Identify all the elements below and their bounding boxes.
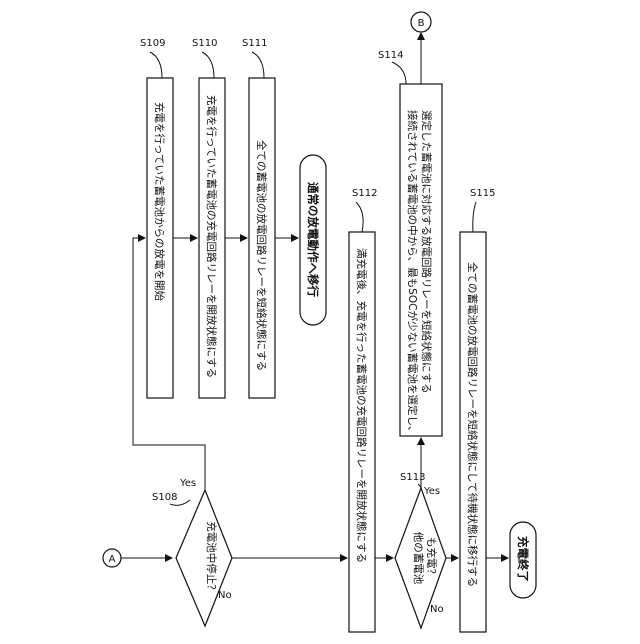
step-s111: 全ての蓄電池の放電回路リレーを短絡状態にする bbox=[249, 78, 275, 398]
s113-text-line1: 他の蓄電池 bbox=[412, 532, 425, 585]
s115-leader bbox=[473, 202, 476, 232]
s111-leader bbox=[252, 52, 264, 78]
s111-id: S111 bbox=[242, 38, 267, 49]
s110-text: 充電を行っていた蓄電池の充電回路リレーを開放状態にする bbox=[205, 95, 218, 378]
decision-s108: 充電池中停止？ bbox=[176, 490, 232, 626]
s113-yes-label: Yes bbox=[423, 486, 440, 497]
s113-id: S113 bbox=[400, 472, 425, 483]
s110-id: S110 bbox=[192, 38, 217, 49]
s108-no-label: No bbox=[218, 590, 232, 601]
s114-text-line2: 選定した蓄電池に対応する放電回路リレーを短絡状態にする bbox=[420, 110, 433, 394]
s109-text: 充電を行っていた蓄電池からの放電を開始 bbox=[153, 102, 166, 301]
s111-text: 全ての蓄電池の放電回路リレーを短絡状態にする bbox=[255, 140, 268, 371]
s115-text: 全ての蓄電池の放電回路リレーを短絡状態にして待機状態に移行する bbox=[466, 262, 479, 587]
s114-id: S114 bbox=[378, 50, 403, 61]
step-s110: 充電を行っていた蓄電池の充電回路リレーを開放状態にする bbox=[199, 78, 225, 398]
connector-a-label: A bbox=[109, 554, 116, 565]
s115-id: S115 bbox=[470, 188, 495, 199]
step-s115: 全ての蓄電池の放電回路リレーを短絡状態にして待機状態に移行する bbox=[460, 232, 486, 632]
step-s114: 接続されている蓄電池の中から、最もSOCが少ない蓄電池を選定し、 選定した蓄電池… bbox=[400, 84, 442, 436]
end-text: 充電終了 bbox=[516, 536, 530, 582]
s113-no-label: No bbox=[430, 604, 444, 615]
s112-id: S112 bbox=[352, 188, 377, 199]
s112-text: 満充電後、充電を行った蓄電池の充電回路リレーを開放状態にする bbox=[355, 248, 368, 563]
s108-text: 充電池中停止？ bbox=[205, 521, 218, 595]
s110-leader bbox=[202, 52, 214, 78]
s108-yes-label: Yes bbox=[179, 478, 196, 489]
connector-a: A bbox=[103, 549, 121, 567]
s113-text-line2: も充電？ bbox=[425, 537, 438, 579]
s114-leader bbox=[392, 62, 406, 84]
terminal-end: 充電終了 bbox=[510, 522, 536, 598]
step-s112: 満充電後、充電を行った蓄電池の充電回路リレーを開放状態にする bbox=[349, 232, 375, 632]
s109-id: S109 bbox=[140, 38, 165, 49]
s108-id: S108 bbox=[152, 492, 177, 503]
s109-leader bbox=[150, 52, 162, 78]
connector-b-label: B bbox=[418, 18, 425, 29]
s112-leader bbox=[356, 202, 363, 232]
normal-discharge-text: 通常の放電動作へ移行 bbox=[306, 182, 320, 297]
step-s109: 充電を行っていた蓄電池からの放電を開始 bbox=[147, 78, 173, 398]
connector-b: B bbox=[411, 12, 431, 32]
terminal-normal-discharge: 通常の放電動作へ移行 bbox=[300, 155, 326, 325]
s114-text-line1: 接続されている蓄電池の中から、最もSOCが少ない蓄電池を選定し、 bbox=[406, 110, 419, 436]
